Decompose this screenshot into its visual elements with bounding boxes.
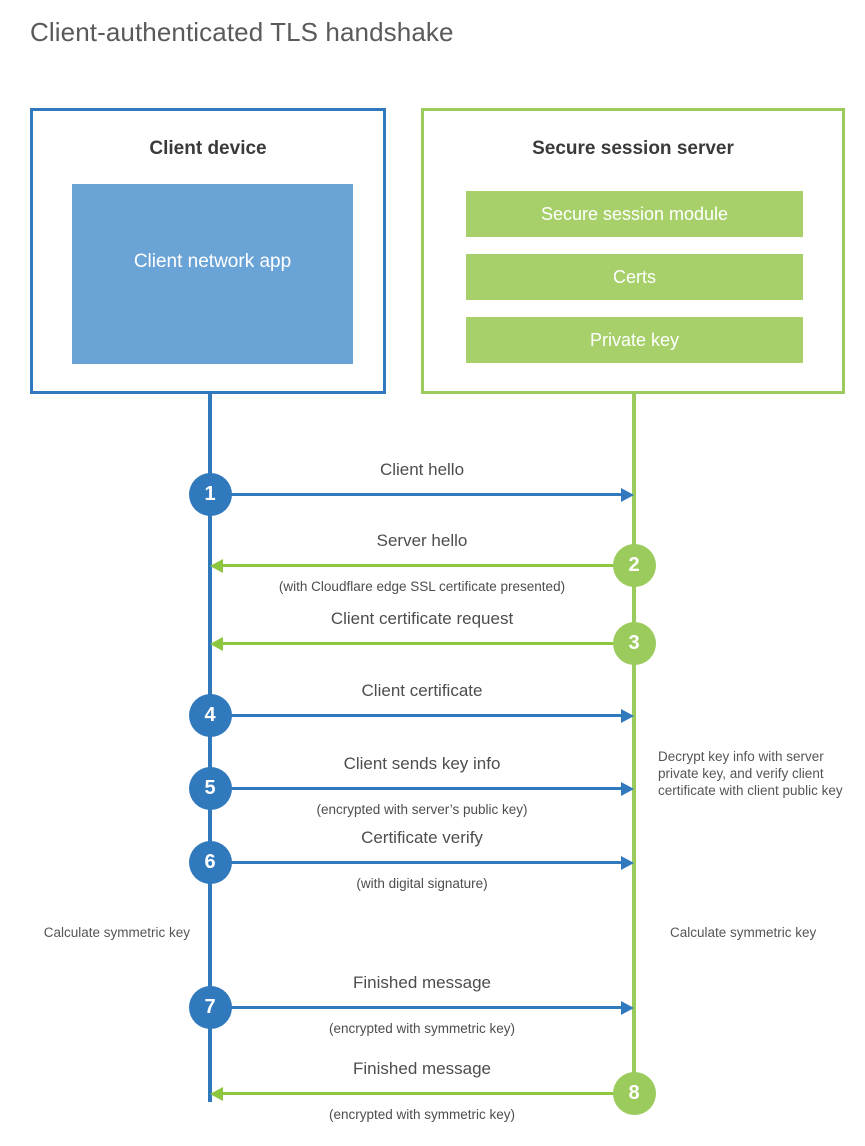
message-label-4: Client certificate <box>361 681 483 700</box>
message-sublabel-8: (encrypted with symmetric key) <box>328 1107 516 1122</box>
client-device-box: Client device Client network app <box>30 108 386 394</box>
step-badge-6: 6 <box>188 840 232 884</box>
message-sublabel-6: (with digital signature) <box>356 876 488 891</box>
message-label-1: Client hello <box>379 460 465 479</box>
server-lifeline <box>632 393 636 1094</box>
step-badge-3: 3 <box>612 621 656 665</box>
arrow-line-7 <box>210 1006 623 1009</box>
page-title: Client-authenticated TLS handshake <box>30 17 454 47</box>
step-badge-7: 7 <box>188 985 232 1029</box>
arrow-head-2 <box>210 559 223 573</box>
note-calculate-symmetric-key-client: Calculate symmetric key <box>43 925 190 940</box>
server-block-secure-session-module: Secure session module <box>466 191 803 237</box>
arrow-head-6 <box>621 856 634 870</box>
server-block-private-key: Private key <box>466 317 803 363</box>
step-badge-5: 5 <box>188 766 232 810</box>
step-badge-8: 8 <box>612 1071 656 1115</box>
secure-session-server-title: Secure session server <box>532 138 734 159</box>
arrow-line-3 <box>221 642 634 645</box>
client-device-title: Client device <box>149 138 267 159</box>
client-network-app-block: Client network app <box>72 184 353 364</box>
message-label-8: Finished message <box>353 1059 491 1078</box>
arrow-head-8 <box>210 1087 223 1101</box>
step-badge-1: 1 <box>188 472 232 516</box>
arrow-line-6 <box>210 861 623 864</box>
message-sublabel-5: (encrypted with server’s public key) <box>316 802 528 817</box>
message-label-5: Client sends key info <box>343 754 501 773</box>
arrow-head-4 <box>621 709 634 723</box>
step-badge-2: 2 <box>612 543 656 587</box>
arrow-line-5 <box>210 787 623 790</box>
step-badge-4: 4 <box>188 693 232 737</box>
arrow-line-2 <box>221 564 634 567</box>
arrow-head-1 <box>621 488 634 502</box>
message-sublabel-2: (with Cloudflare edge SSL certificate pr… <box>278 579 566 594</box>
arrow-head-3 <box>210 637 223 651</box>
message-label-6: Certificate verify <box>361 828 483 847</box>
server-block-certs: Certs <box>466 254 803 300</box>
client-lifeline <box>208 393 212 1102</box>
arrow-head-5 <box>621 782 634 796</box>
secure-session-server-box: Secure session server Secure session mod… <box>421 108 845 394</box>
message-sublabel-7: (encrypted with symmetric key) <box>328 1021 516 1036</box>
arrow-line-4 <box>210 714 623 717</box>
arrow-line-1 <box>210 493 623 496</box>
client-network-app-label: Client network app <box>133 251 292 272</box>
arrow-line-8 <box>221 1092 634 1095</box>
note-decrypt-key-info: Decrypt key info with server private key… <box>658 749 843 798</box>
arrow-head-7 <box>621 1001 634 1015</box>
message-label-7: Finished message <box>353 973 491 992</box>
message-label-3: Client certificate request <box>330 609 514 628</box>
note-calculate-symmetric-key-server: Calculate symmetric key <box>670 925 817 940</box>
message-label-2: Server hello <box>376 531 468 550</box>
